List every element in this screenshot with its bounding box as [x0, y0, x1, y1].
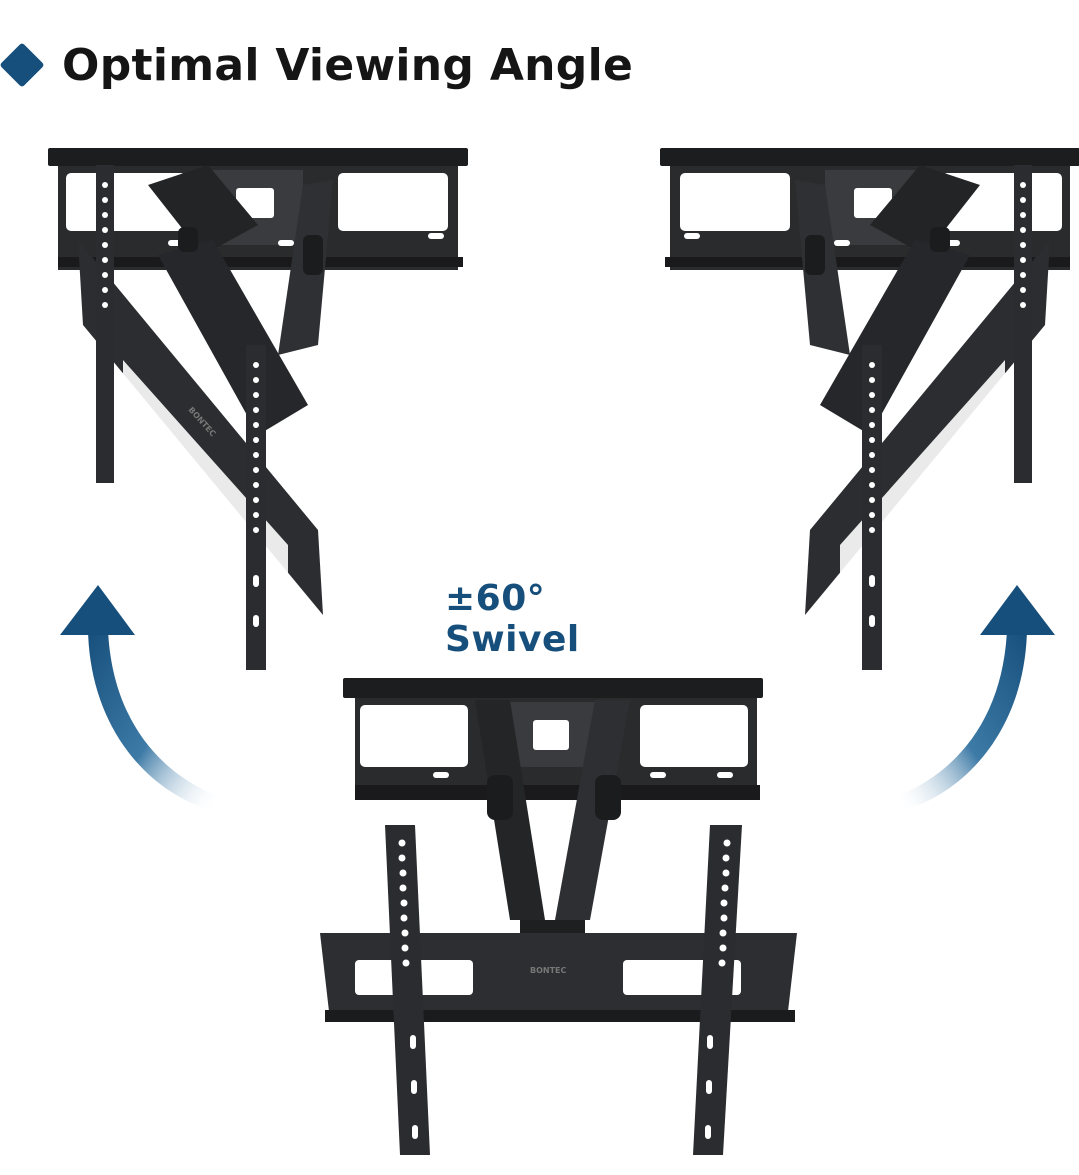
curved-arrow-up-left-icon [60, 585, 215, 810]
page-title: Optimal Viewing Angle [62, 39, 634, 91]
tv-mount-swivel-right-image [660, 148, 1079, 670]
curved-arrow-up-right-icon [900, 585, 1055, 810]
tv-mount-swivel-left-image: BONTEC [48, 148, 468, 670]
diamond-bullet-icon [0, 42, 45, 88]
header: Optimal Viewing Angle [0, 30, 633, 100]
brand-label: BONTEC [530, 966, 567, 975]
tv-mount-center-image: BONTEC [320, 678, 797, 1155]
swivel-angle-label: ±60° Swivel [445, 578, 580, 660]
